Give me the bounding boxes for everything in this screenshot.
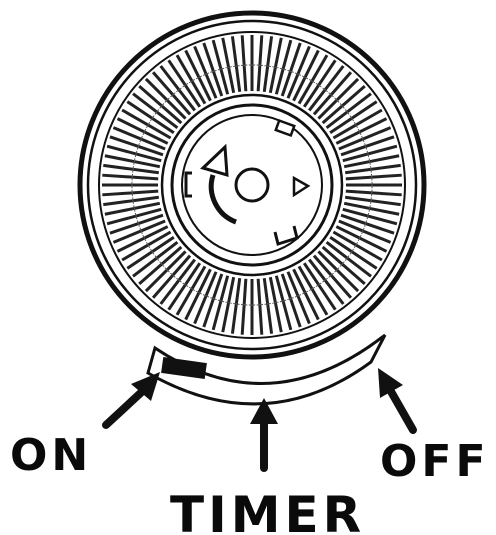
- on-label: ON: [10, 430, 92, 481]
- timer-arrow: [250, 398, 278, 468]
- center-spindle: [236, 169, 268, 201]
- dial: [80, 13, 424, 357]
- timer-label: TIMER: [170, 486, 365, 535]
- off-label: OFF: [380, 436, 490, 487]
- off-arrow: [378, 368, 413, 430]
- on-arrow: [106, 372, 160, 425]
